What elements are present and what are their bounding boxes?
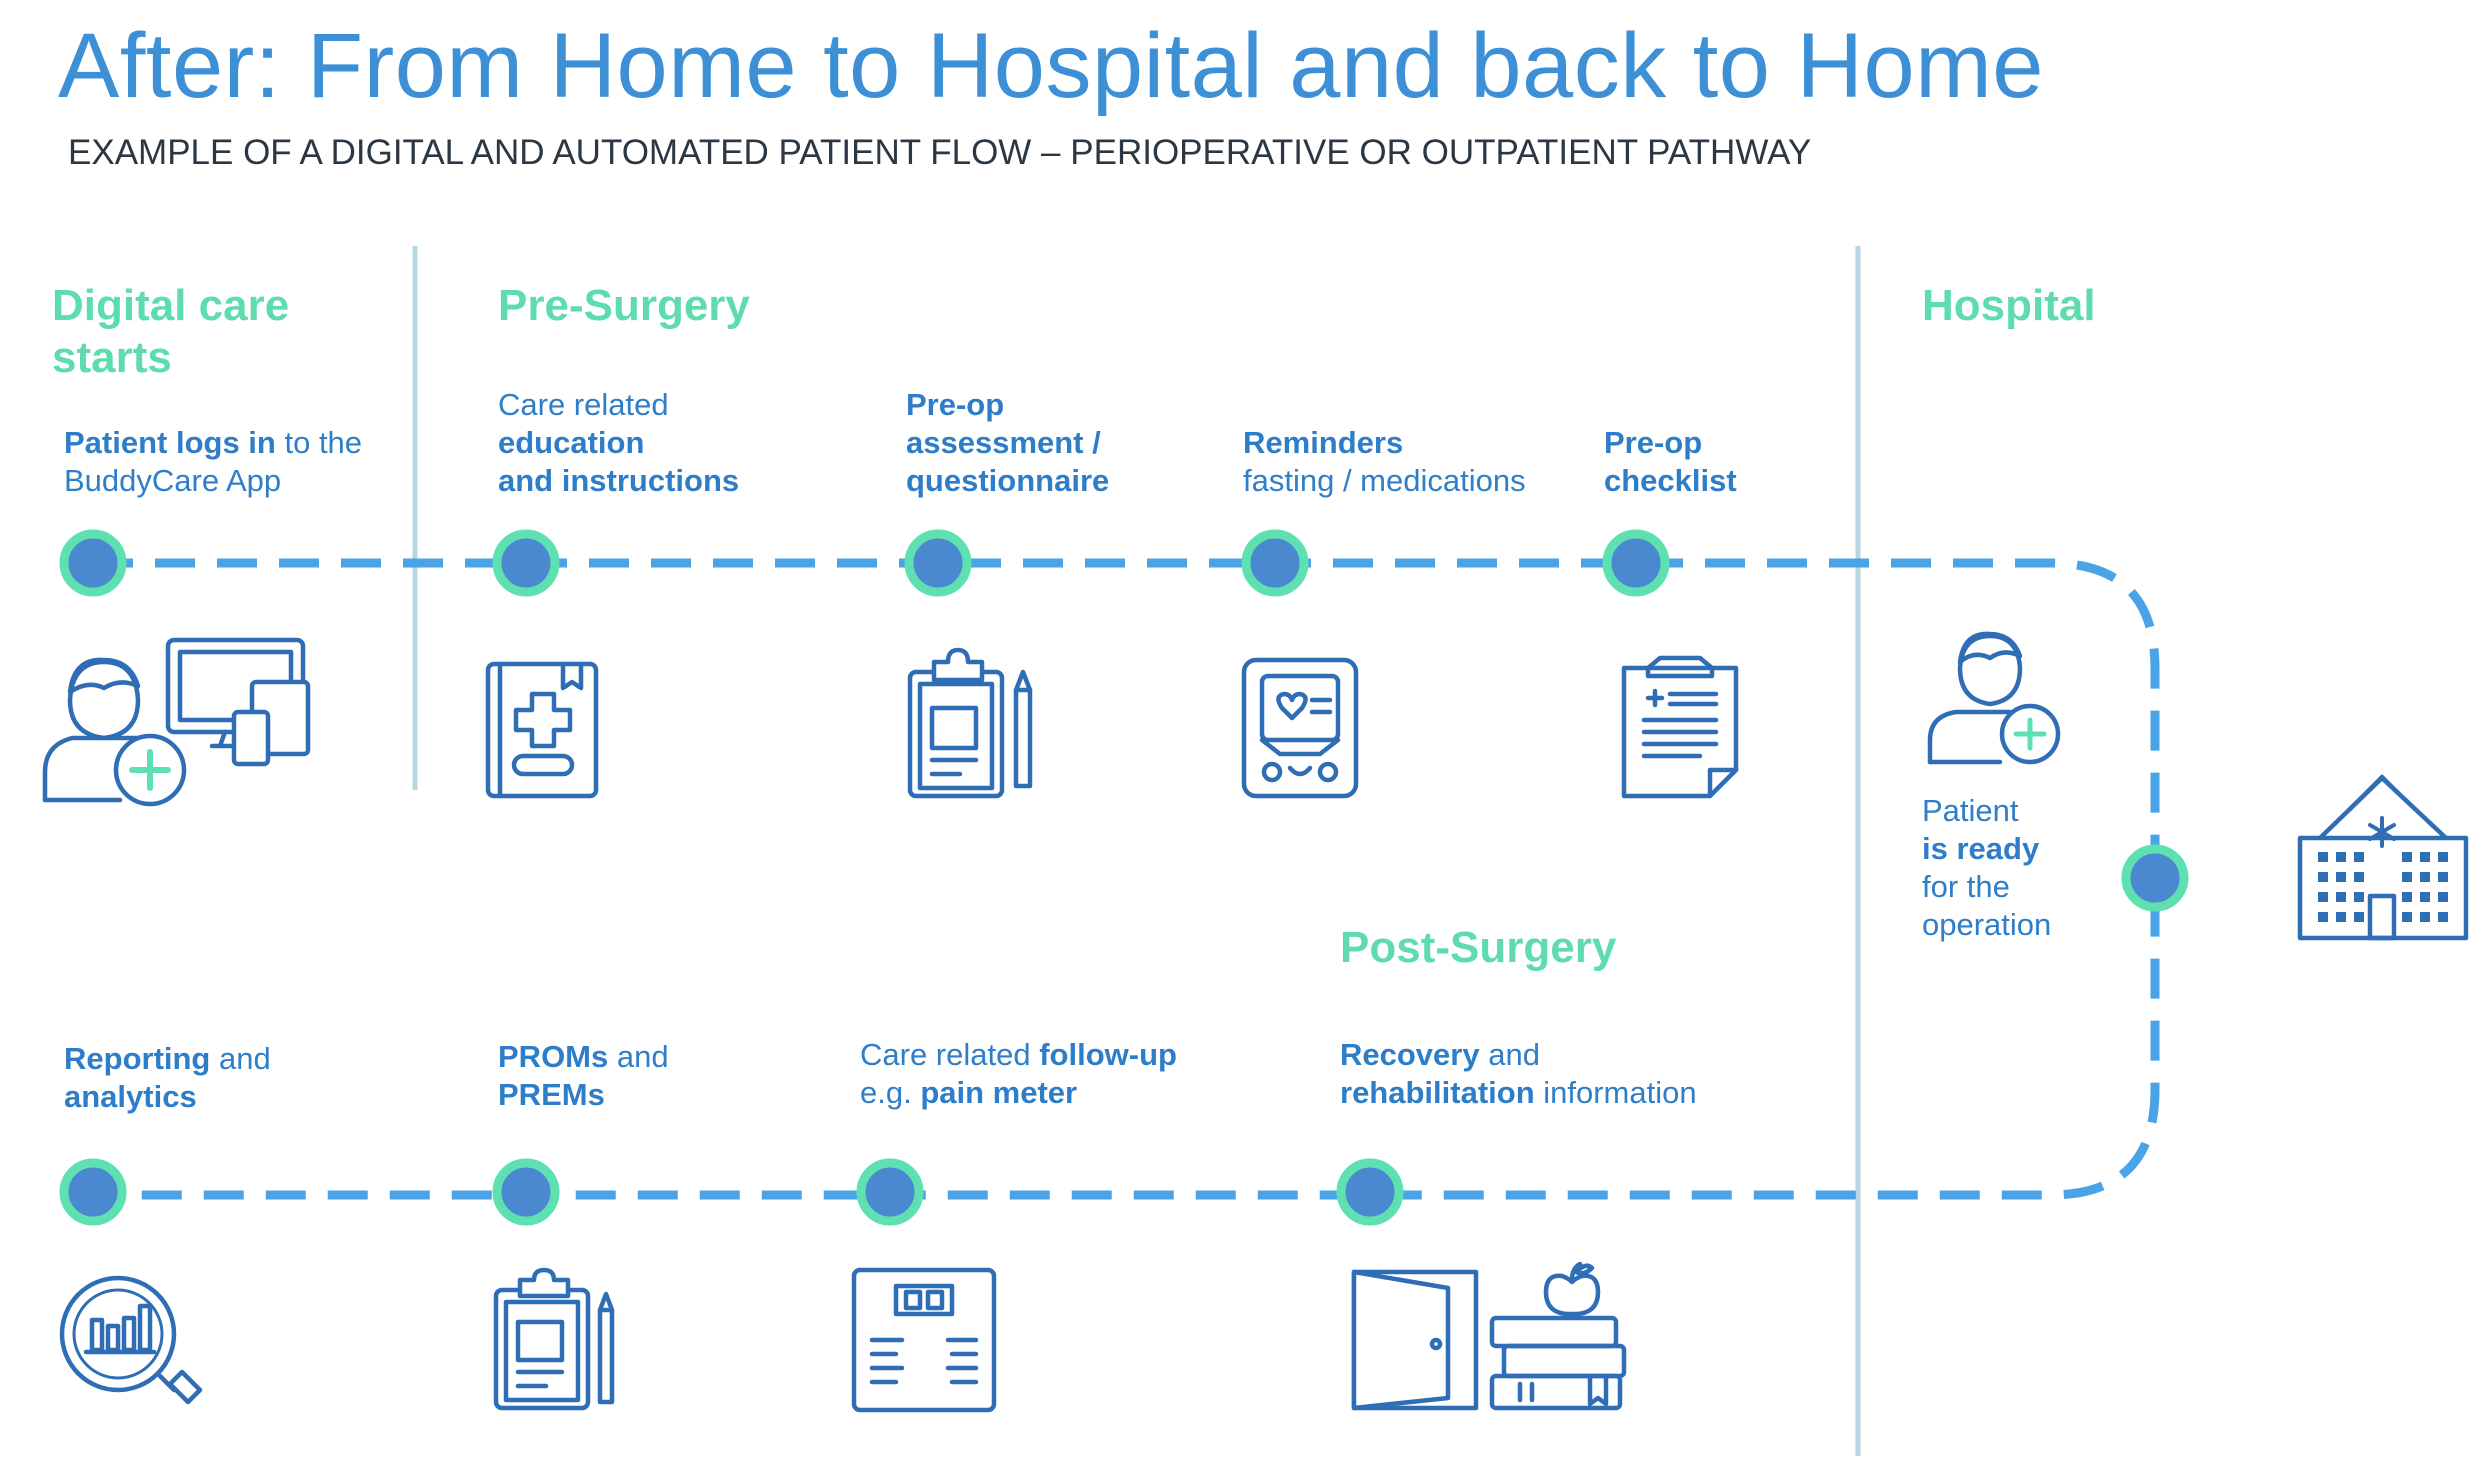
books-apple-icon	[1489, 1261, 1627, 1411]
step-reminders-bold: Reminders	[1243, 425, 1404, 460]
step-recovery-text2: information	[1534, 1075, 1697, 1110]
step-preop: Pre-op assessment / questionnaire	[906, 386, 1109, 500]
step-education-bold1: education	[498, 425, 645, 460]
step-education-bold2: and instructions	[498, 463, 740, 498]
step-followup-bold2: pain meter	[920, 1075, 1078, 1110]
step-preop-bold1: Pre-op	[906, 387, 1005, 422]
page-title: After: From Home to Hospital and back to…	[58, 15, 2044, 117]
step-proms: PROMs and PREMs	[498, 1038, 669, 1114]
step-education: Care related education and instructions	[498, 386, 739, 500]
step-followup: Care related follow-up e.g. pain meter	[860, 1036, 1177, 1112]
step-recovery-text1: and	[1479, 1037, 1540, 1072]
step-checklist-bold2: checklist	[1604, 463, 1737, 498]
step-ready: Patient is ready for the operation	[1922, 792, 2051, 944]
step-reporting-bold1: Reporting	[64, 1041, 211, 1076]
node-education	[492, 529, 560, 597]
node-login	[59, 529, 127, 597]
checklist-icon	[1621, 655, 1739, 799]
step-followup-bold1: follow-up	[1039, 1037, 1177, 1072]
step-ready-text1: Patient	[1922, 793, 2019, 828]
section-hospital: Hospital	[1922, 281, 2096, 330]
step-login-bold: Patient logs in	[64, 425, 276, 460]
step-reporting: Reporting and analytics	[64, 1040, 271, 1116]
node-reporting	[59, 1158, 127, 1226]
step-followup-text2: e.g.	[860, 1075, 921, 1110]
page-subtitle: EXAMPLE OF A DIGITAL AND AUTOMATED PATIE…	[68, 133, 1812, 172]
node-followup	[856, 1158, 924, 1226]
open-door-icon	[1351, 1269, 1479, 1411]
step-reminders: Reminders fasting / medications	[1243, 424, 1526, 500]
patient-icon	[1927, 631, 2061, 765]
step-ready-bold: is ready	[1922, 831, 2040, 866]
hospital-building-icon	[2297, 774, 2469, 941]
step-ready-text3: for the	[1922, 869, 2010, 904]
clipboard-pencil-icon	[907, 647, 1033, 799]
section-digital-care-line1: Digital care	[52, 281, 290, 330]
node-ready	[2121, 844, 2189, 912]
section-digital-care-line2: starts	[52, 333, 172, 382]
step-ready-text4: operation	[1922, 907, 2052, 942]
section-pre-surgery: Pre-Surgery	[498, 281, 750, 330]
user-devices-icon	[42, 637, 311, 807]
node-preop	[904, 529, 972, 597]
step-recovery: Recovery and rehabilitation information	[1340, 1036, 1697, 1112]
step-reporting-text1: and	[210, 1041, 271, 1076]
analytics-magnifier-icon	[59, 1275, 203, 1405]
step-preop-bold3: questionnaire	[906, 463, 1110, 498]
node-reminders	[1241, 529, 1309, 597]
step-proms-bold2: PREMs	[498, 1077, 605, 1112]
section-digital-care: Digital care starts	[52, 280, 289, 384]
step-followup-text1: Care related	[860, 1037, 1040, 1072]
step-checklist: Pre-op checklist	[1604, 424, 1737, 500]
step-recovery-bold1: Recovery	[1340, 1037, 1480, 1072]
step-proms-bold1: PROMs	[498, 1039, 609, 1074]
step-login: Patient logs in to the BuddyCare App	[64, 424, 362, 500]
step-checklist-bold1: Pre-op	[1604, 425, 1703, 460]
health-monitor-icon	[1241, 657, 1359, 799]
pathway-dashed-line	[93, 558, 2160, 1200]
pain-meter-icon	[851, 1267, 997, 1413]
step-reporting-bold2: analytics	[64, 1079, 197, 1114]
step-proms-text1: and	[608, 1039, 669, 1074]
step-recovery-bold2: rehabilitation	[1340, 1075, 1535, 1110]
section-post-surgery: Post-Surgery	[1340, 923, 1617, 972]
step-reminders-text: fasting / medications	[1243, 463, 1526, 498]
survey-clipboard-icon	[493, 1267, 615, 1411]
node-recovery	[1336, 1158, 1404, 1226]
node-checklist	[1602, 529, 1670, 597]
step-education-text1: Care related	[498, 387, 669, 422]
step-login-text1: to the	[275, 425, 363, 460]
step-login-text2: BuddyCare App	[64, 463, 282, 498]
node-proms	[492, 1158, 560, 1226]
step-preop-bold2: assessment /	[906, 425, 1101, 460]
medical-book-icon	[485, 661, 599, 799]
